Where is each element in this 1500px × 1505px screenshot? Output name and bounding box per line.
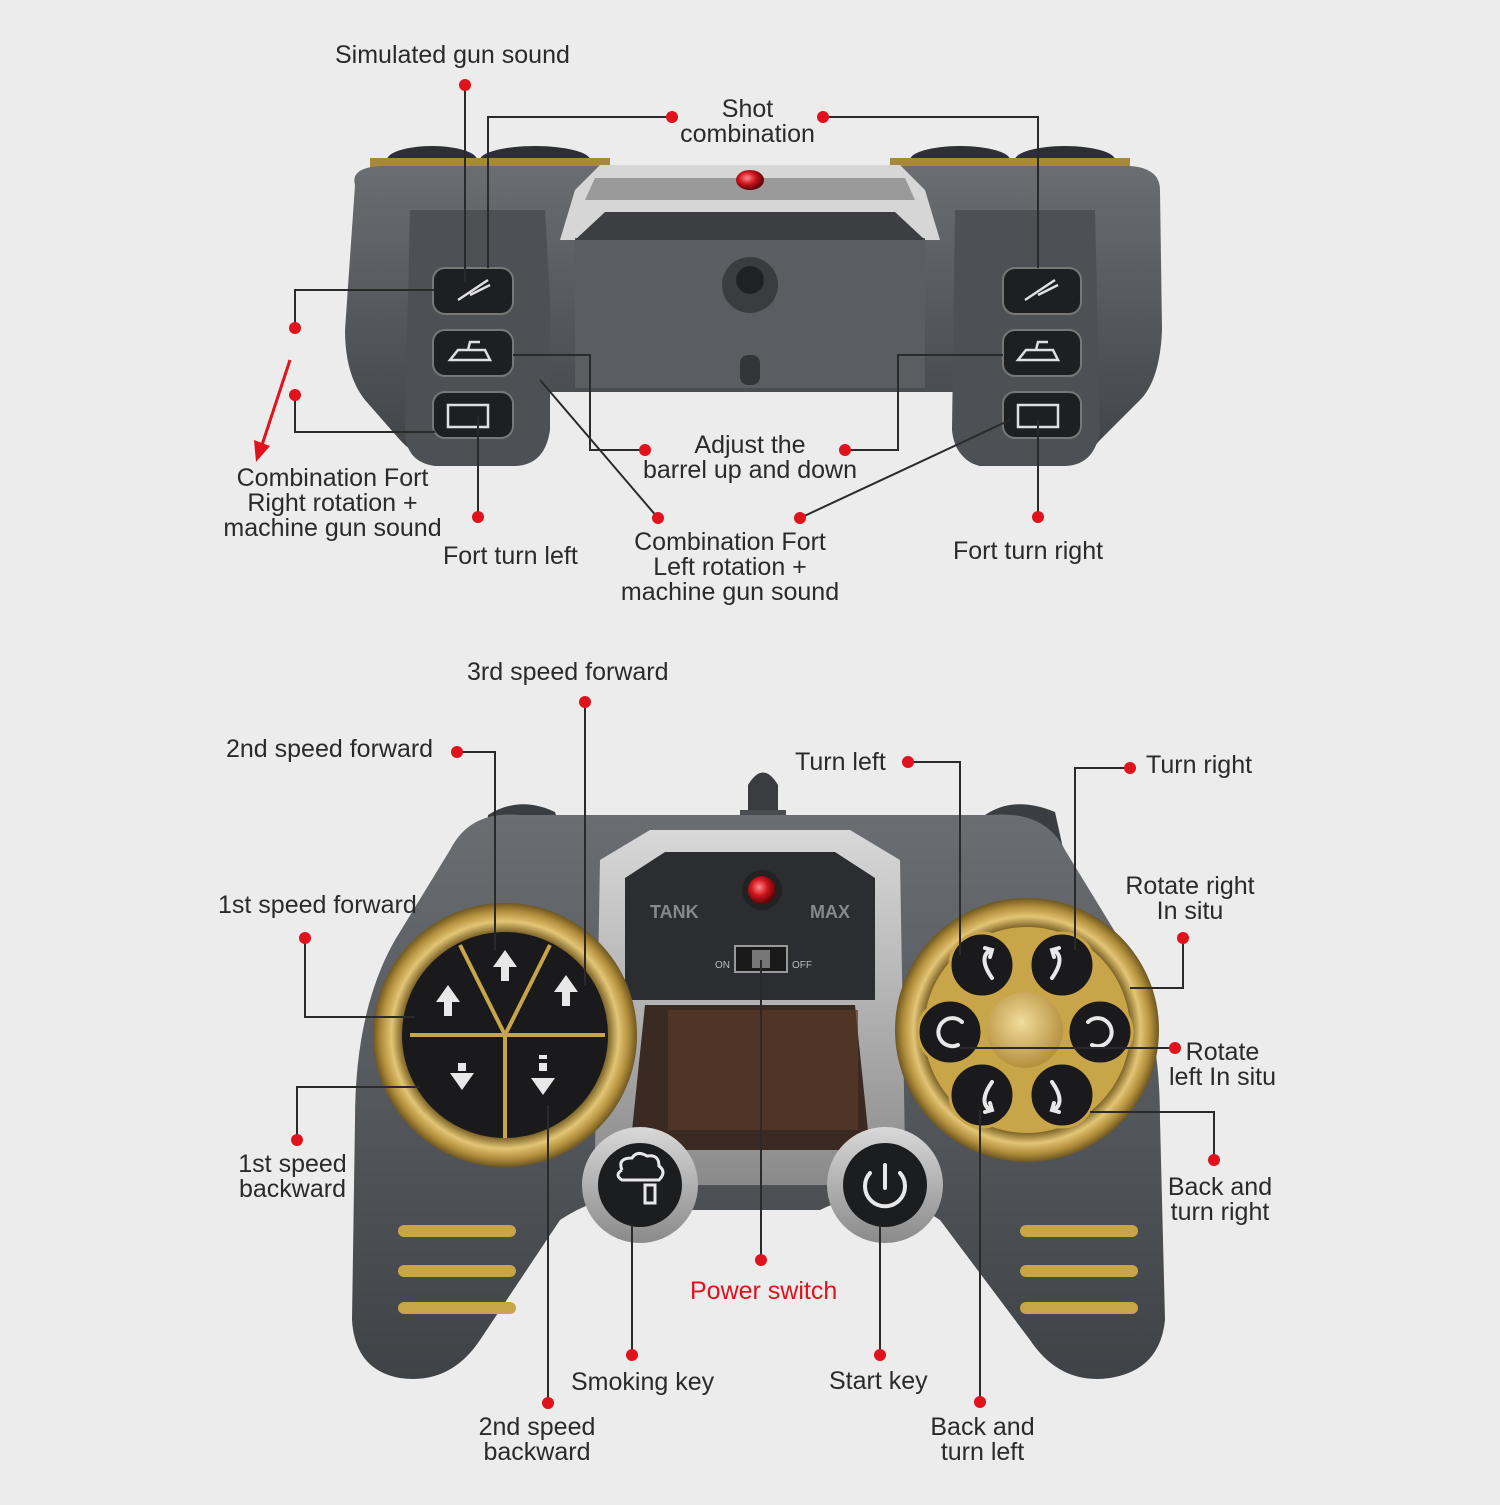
label-smoking-key: Smoking key [571,1368,715,1396]
label-1st-speed-backward: 1st speed backward [238,1150,347,1203]
label-3rd-speed-forward: 3rd speed forward [467,658,669,686]
right-direction-pad [895,898,1159,1162]
smoking-key-button[interactable] [598,1143,682,1227]
second-forward-arrow-icon [493,950,517,981]
third-forward-arrow-icon [554,975,578,1006]
top-view-controller [345,146,1162,466]
label-simulated-gun-sound: Simulated gun sound [335,41,570,69]
bottom-buttons [582,1127,943,1243]
label-combination-fort-right: Combination Fort Right rotation + machin… [223,464,442,542]
label-fort-turn-right: Fort turn right [953,537,1104,565]
switch-off-label: OFF [792,960,812,971]
rotation-arrow [254,359,292,462]
label-combination-fort-left: Combination Fort Left rotation + machine… [620,528,840,606]
fort-turn-right-button[interactable] [1002,391,1082,439]
bullet-icon [457,278,491,302]
top-right-buttons [1002,267,1082,439]
first-backward-arrow-icon [450,1063,474,1090]
turn-left-arrow-icon [982,946,995,980]
label-adjust-barrel: Adjust the barrel up and down [642,431,858,484]
shot-combination-button[interactable] [1002,267,1082,315]
brand-left-text: TANK [650,902,699,922]
label-turn-right: Turn right [1146,751,1253,779]
rotate-right-icon [1086,1016,1114,1049]
label-2nd-speed-backward: 2nd speed backward [478,1413,596,1466]
bullet-icon [1024,278,1059,302]
adjust-barrel-left-button[interactable] [432,329,514,377]
front-view-controller: ON OFF TANK MAX [352,772,1165,1379]
back-turn-right-arrow-icon [1049,1080,1062,1114]
callout-dots [289,79,1220,1409]
smoke-icon [616,1151,665,1205]
label-1st-speed-forward: 1st speed forward [218,891,417,919]
switch-on-label: ON [715,960,730,971]
label-turn-left: Turn left [795,748,886,776]
adjust-barrel-right-button[interactable] [1002,329,1082,377]
second-backward-arrow-icon [531,1055,555,1095]
callout-lines [294,85,1215,1403]
label-rotate-left-in-situ: Rotate left In situ [1169,1038,1276,1091]
power-icon [863,1163,907,1209]
back-turn-left-arrow-icon [982,1080,995,1114]
brand-right-text: MAX [810,902,850,922]
label-back-turn-left: Back and turn left [930,1413,1035,1466]
tank-icon [1015,340,1061,362]
label-power-switch: Power switch [690,1277,838,1305]
top-left-buttons [432,267,514,439]
label-back-turn-right: Back and turn right [1167,1173,1273,1226]
label-start-key: Start key [829,1367,928,1395]
tank-icon [447,340,493,362]
left-speed-pad [373,903,637,1167]
first-forward-arrow-icon [436,985,460,1016]
rotate-left-icon [936,1016,964,1049]
label-2nd-speed-forward: 2nd speed forward [226,735,434,763]
label-fort-turn-left: Fort turn left [443,542,578,570]
label-rotate-right-in-situ: Rotate right In situ [1125,872,1255,925]
label-shot-combination: Shot combination [680,95,815,148]
turret-icon [446,403,490,429]
speed-arrows [436,950,578,1095]
fort-turn-left-button[interactable] [432,391,514,439]
turn-right-arrow-icon [1049,946,1062,980]
